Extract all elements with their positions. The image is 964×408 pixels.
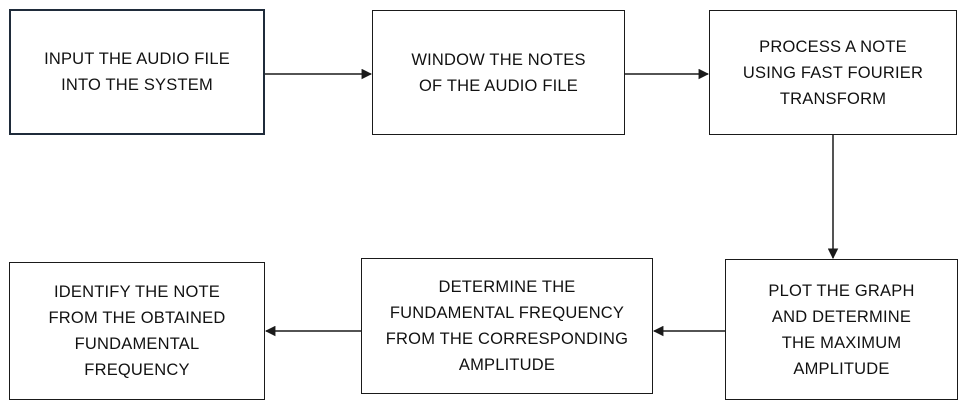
- node-process-fft: PROCESS A NOTE USING FAST FOURIER TRANSF…: [709, 10, 957, 135]
- node-identify-note: IDENTIFY THE NOTE FROM THE OBTAINED FUND…: [9, 262, 265, 400]
- node-input-audio-label: INPUT THE AUDIO FILE INTO THE SYSTEM: [44, 50, 230, 94]
- node-identify-note-label: IDENTIFY THE NOTE FROM THE OBTAINED FUND…: [48, 283, 226, 379]
- node-window-notes: WINDOW THE NOTES OF THE AUDIO FILE: [372, 10, 625, 135]
- node-process-fft-label: PROCESS A NOTE USING FAST FOURIER TRANSF…: [742, 37, 924, 108]
- node-window-notes-label: WINDOW THE NOTES OF THE AUDIO FILE: [411, 50, 586, 95]
- node-plot-graph: PLOT THE GRAPH AND DETERMINE THE MAXIMUM…: [725, 259, 958, 400]
- node-determine-frequency: DETERMINE THE FUNDAMENTAL FREQUENCY FROM…: [361, 258, 653, 394]
- node-plot-graph-label: PLOT THE GRAPH AND DETERMINE THE MAXIMUM…: [768, 281, 915, 378]
- node-input-audio: INPUT THE AUDIO FILE INTO THE SYSTEM: [9, 9, 265, 135]
- node-determine-frequency-label: DETERMINE THE FUNDAMENTAL FREQUENCY FROM…: [385, 278, 629, 374]
